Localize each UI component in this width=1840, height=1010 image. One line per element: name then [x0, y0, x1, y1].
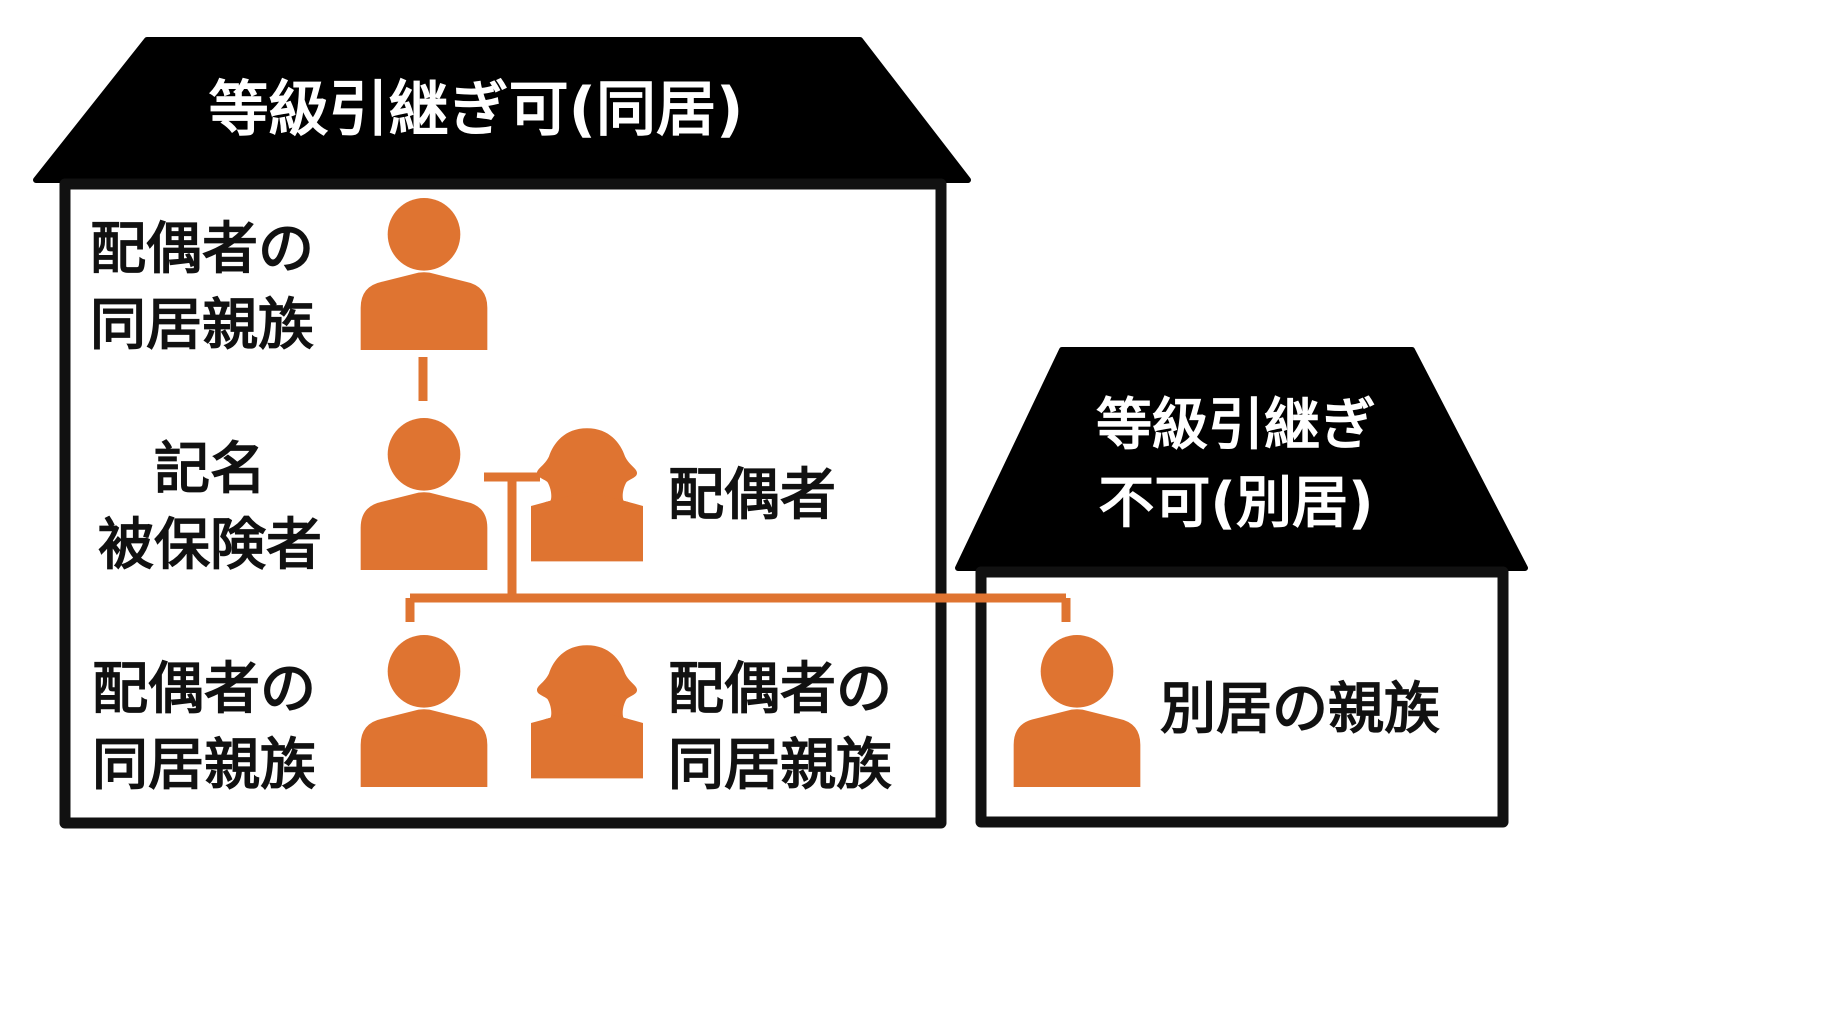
label-spouse-relative-top: 同居親族 [90, 293, 314, 358]
person-icon [1013, 635, 1141, 787]
person-female-icon [531, 428, 643, 562]
label-spouse-relative-top: 配偶者の [90, 217, 314, 282]
house-right-title-line2: 不可(別居) [1098, 471, 1373, 536]
house-left-title: 等級引継ぎ可(同居) [209, 75, 744, 145]
person-female-icon [531, 645, 643, 779]
house-left-roof [33, 37, 971, 183]
label-separate-relative: 別居の親族 [1160, 677, 1440, 742]
person-icon [360, 418, 488, 570]
person-icon [360, 198, 488, 350]
house-left-body [59, 178, 947, 829]
label-insured: 被保険者 [98, 513, 322, 578]
house-right-title-line1: 等級引継ぎ [1096, 393, 1376, 458]
house-right-roof [955, 347, 1528, 571]
house-right: 等級引継ぎ 不可(別居) [955, 347, 1528, 828]
family-connectors [405, 357, 1071, 622]
label-child-right: 同居親族 [668, 733, 892, 798]
house-left: 等級引継ぎ可(同居) [33, 37, 971, 829]
house-right-body [975, 566, 1509, 828]
label-spouse: 配偶者 [668, 463, 836, 528]
label-child-left: 同居親族 [92, 733, 316, 798]
label-child-right: 配偶者の [668, 657, 892, 722]
label-child-left: 配偶者の [92, 657, 316, 722]
label-insured: 記名 [154, 437, 266, 502]
person-icon [360, 635, 488, 787]
